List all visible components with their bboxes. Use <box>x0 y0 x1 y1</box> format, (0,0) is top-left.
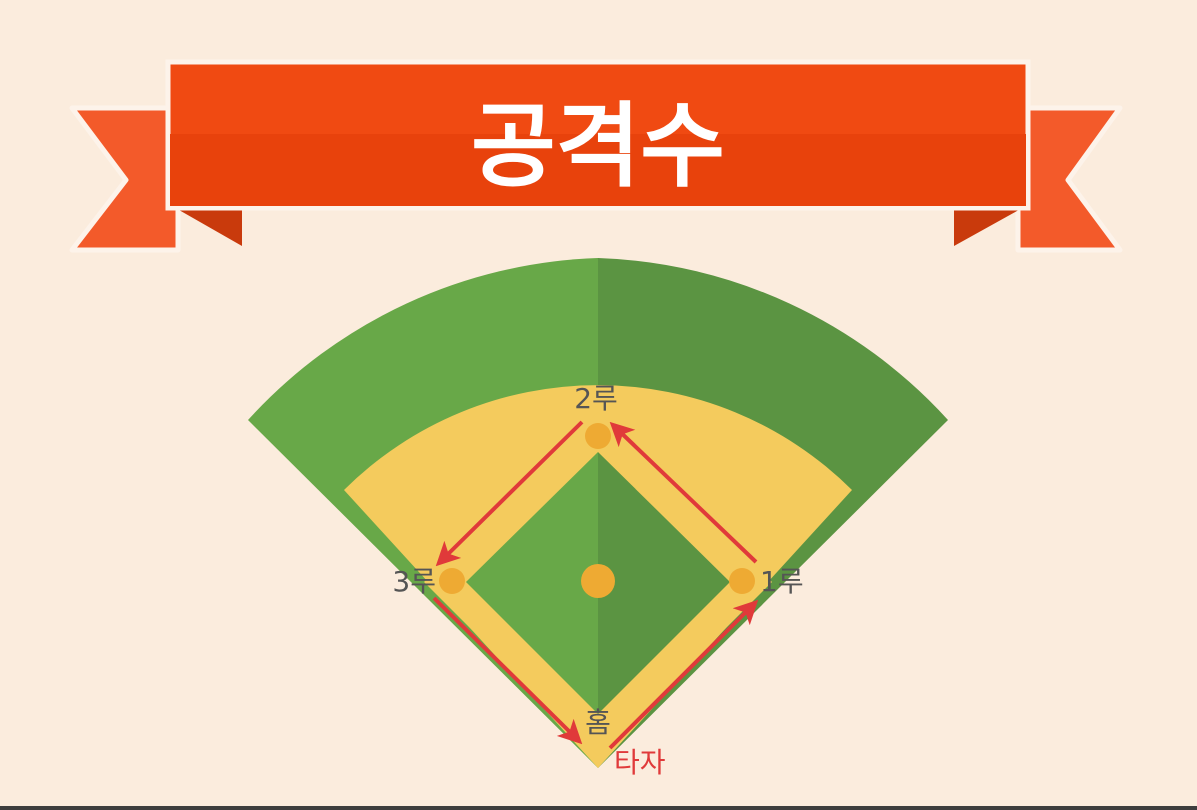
infield-grass-left <box>466 452 598 714</box>
arrow-home-to-first <box>608 599 759 750</box>
home-plate-label: 홈 <box>585 706 611 739</box>
arrow-third-to-home <box>432 596 583 745</box>
pitcher-mound <box>581 564 615 598</box>
batter-label: 타자 <box>614 746 666 779</box>
first-base-label: 1루 <box>760 565 804 598</box>
banner-title: 공격수 <box>471 93 725 200</box>
third-base <box>439 568 465 594</box>
second-base-label: 2루 <box>574 382 618 415</box>
banner-left-tail <box>69 105 181 253</box>
title-banner: 공격수 <box>69 59 1123 253</box>
banner-right-fold <box>954 206 1026 246</box>
third-base-label: 3루 <box>392 565 436 598</box>
bottom-border <box>0 806 1197 810</box>
banner-left-fold <box>172 206 242 246</box>
banner-shade <box>170 134 1026 206</box>
first-base <box>729 568 755 594</box>
second-base <box>585 423 611 449</box>
baseball-field: 2루 3루 1루 홈 타자 <box>248 258 948 779</box>
arrow-second-to-third <box>435 420 584 567</box>
arrow-first-to-second <box>609 421 758 564</box>
infield-grass-right <box>598 452 730 714</box>
banner-right-tail <box>1015 105 1123 253</box>
